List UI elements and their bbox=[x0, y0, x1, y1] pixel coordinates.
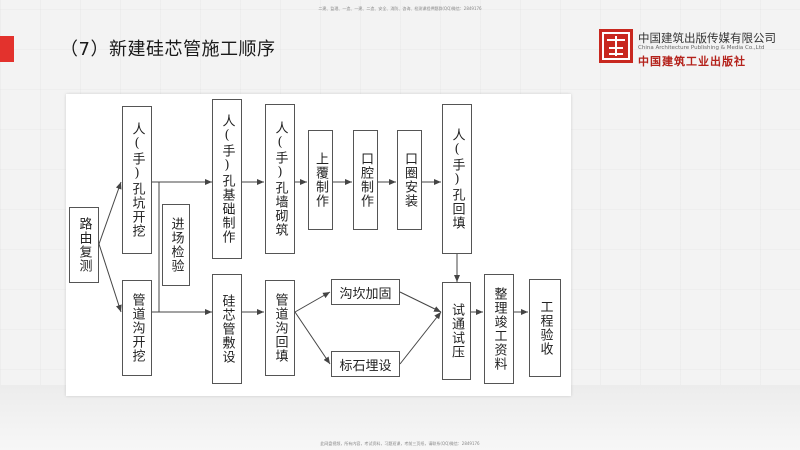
node-marker-stone: 标石埋设 bbox=[331, 351, 400, 377]
node-label: 口腔制作 bbox=[358, 152, 373, 208]
node-label: 人(手)孔回填 bbox=[449, 128, 465, 230]
node-label: 管道沟回填 bbox=[272, 293, 288, 363]
node-label: 上覆制作 bbox=[313, 152, 328, 208]
node-label: 工程验收 bbox=[537, 300, 553, 356]
node-label: 沟坎加固 bbox=[339, 286, 392, 302]
node-label: 人(手)孔坑开挖 bbox=[129, 122, 145, 238]
node-label: 标石埋设 bbox=[339, 358, 392, 374]
node-manhole-backfill: 人(手)孔回填 bbox=[442, 104, 472, 254]
node-manhole-pit-excavation: 人(手)孔坑开挖 bbox=[122, 106, 152, 254]
publisher-name-cn-alt: 中国建筑工业出版社 bbox=[638, 55, 746, 68]
bottom-watermark-note: 此网盘视频，所有内容，考试资料，习题班课，考前三页纸，请联系(QQ)微信：284… bbox=[320, 441, 480, 446]
node-completion-docs: 整理竣工资料 bbox=[484, 274, 514, 384]
node-ditch-reinforcement: 沟坎加固 bbox=[331, 279, 400, 305]
node-label: 路由复测 bbox=[76, 217, 92, 273]
arrow-l3-branch2 bbox=[294, 311, 331, 365]
node-trench-excavation: 管道沟开挖 bbox=[122, 280, 152, 376]
node-trial-pressure-test: 试通试压 bbox=[442, 282, 471, 380]
node-label: 管道沟开挖 bbox=[129, 293, 145, 363]
node-cover-making: 上覆制作 bbox=[308, 130, 333, 230]
node-incoming-inspection: 进场检验 bbox=[162, 204, 190, 286]
arrow-l3-branch1 bbox=[294, 291, 331, 313]
node-acceptance: 工程验收 bbox=[529, 279, 561, 377]
node-label: 试通试压 bbox=[449, 303, 464, 359]
node-label: 进场检验 bbox=[168, 217, 184, 273]
node-trench-backfill: 管道沟回填 bbox=[265, 280, 295, 376]
arrow-branch1-tail1 bbox=[399, 291, 442, 313]
arrow-start-to-upper bbox=[98, 181, 122, 245]
node-label: 口圈安装 bbox=[402, 152, 417, 208]
node-route-survey: 路由复测 bbox=[69, 207, 99, 283]
node-label: 硅芯管敷设 bbox=[219, 294, 235, 364]
top-watermark-note: 二建、监理、一造、一建、二造、安全、消防、咨询、检测课程押题群(QQ)微信：28… bbox=[318, 6, 482, 11]
node-label: 人(手)孔墙砌筑 bbox=[272, 121, 288, 237]
node-label: 整理竣工资料 bbox=[491, 287, 507, 371]
publisher-name-cn: 中国建筑出版传媒有限公司 bbox=[638, 31, 776, 45]
slide-title: （7）新建硅芯管施工顺序 bbox=[60, 39, 276, 60]
node-manhole-foundation: 人(手)孔基础制作 bbox=[212, 99, 242, 259]
arrow-branch2-tail1 bbox=[399, 311, 442, 365]
flowchart-panel: 路由复测 人(手)孔坑开挖 人(手)孔基础制作 人(手)孔墙砌筑 上覆制作 口腔… bbox=[66, 94, 571, 396]
publisher-name-en: China Architecture Publishing & Media Co… bbox=[638, 45, 765, 51]
publisher-emblem-icon bbox=[599, 29, 633, 63]
node-ring-install: 口圈安装 bbox=[397, 130, 422, 230]
node-mouth-making: 口腔制作 bbox=[353, 130, 378, 230]
node-silicon-pipe-laying: 硅芯管敷设 bbox=[212, 274, 242, 384]
flow-arrows bbox=[98, 179, 528, 365]
publisher-logo: 中国建筑出版传媒有限公司 China Architecture Publishi… bbox=[598, 28, 798, 68]
node-manhole-wall: 人(手)孔墙砌筑 bbox=[265, 104, 295, 254]
arrow-start-to-lower bbox=[98, 243, 122, 313]
node-label: 人(手)孔基础制作 bbox=[219, 114, 235, 244]
title-accent-bar bbox=[0, 36, 14, 62]
